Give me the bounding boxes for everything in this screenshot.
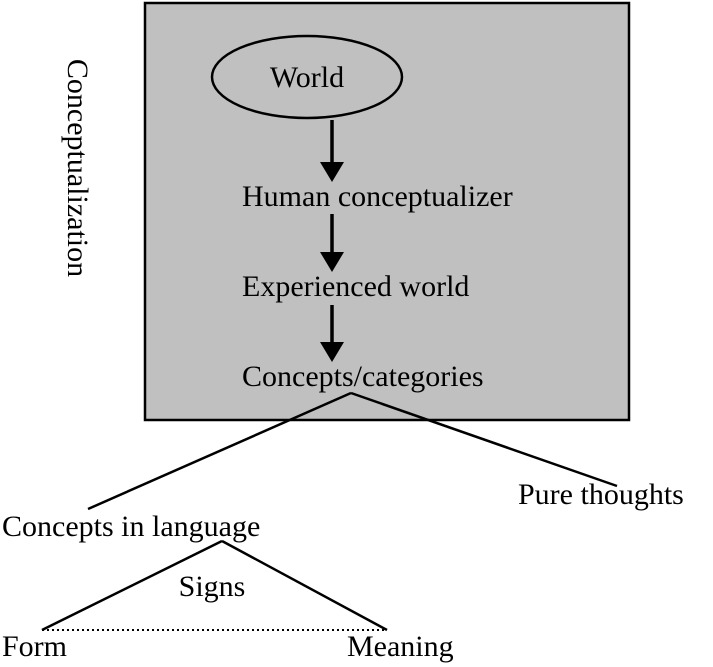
- arrowhead-1: [320, 162, 344, 182]
- meaning-label: Meaning: [347, 630, 454, 663]
- triangle-left-side: [41, 539, 223, 632]
- arrowhead-3: [320, 342, 344, 362]
- branch-to-concepts-in-language: [87, 391, 352, 511]
- concepts-in-language-label: Concepts in language: [2, 510, 260, 543]
- concepts-categories-label: Concepts/categories: [242, 360, 484, 393]
- human-conceptualizer-label: Human conceptualizer: [242, 180, 513, 213]
- pure-thoughts-label: Pure thoughts: [518, 478, 684, 511]
- form-label: Form: [2, 630, 67, 663]
- branch-to-pure-thoughts: [350, 391, 618, 488]
- signs-label: Signs: [179, 570, 246, 603]
- world-label: World: [270, 61, 344, 94]
- side-label: Conceptualization: [61, 59, 94, 277]
- arrowhead-2: [320, 252, 344, 272]
- experienced-world-label: Experienced world: [242, 270, 469, 303]
- world-ellipse: [210, 34, 404, 120]
- triangle-right-side: [221, 539, 388, 632]
